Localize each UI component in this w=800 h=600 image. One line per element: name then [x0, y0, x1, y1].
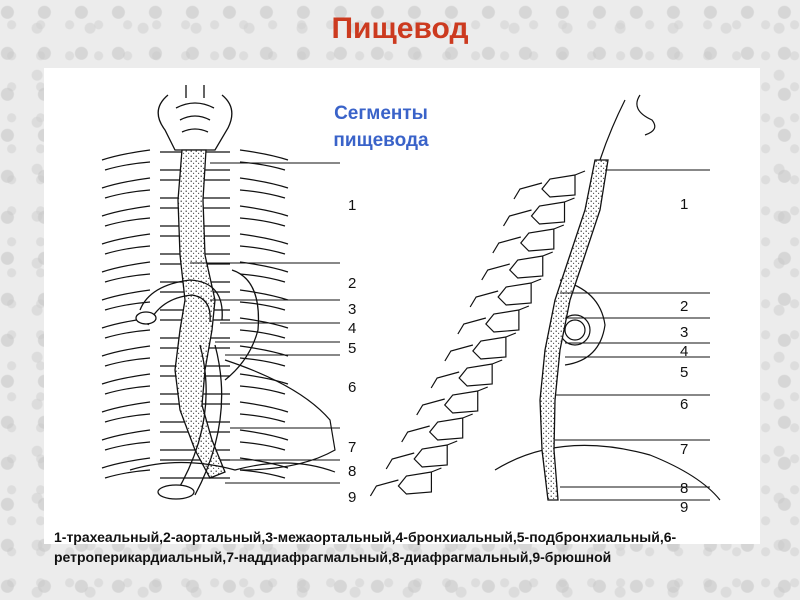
vertebra: [417, 387, 488, 415]
lateral-segment-label-2: 2: [680, 298, 688, 315]
frontal-esophagus: [175, 150, 225, 478]
frontal-segment-label-9: 9: [348, 489, 356, 506]
vertebra: [482, 252, 553, 280]
lateral-segment-label-1: 1: [680, 196, 688, 213]
lateral-segment-label-6: 6: [680, 396, 688, 413]
frontal-segment-label-8: 8: [348, 463, 356, 480]
vertebra: [493, 225, 564, 253]
frontal-segment-labels: 1 2 3 4 5 6 7 8 9: [348, 197, 356, 506]
frontal-segment-label-5: 5: [348, 340, 356, 357]
frontal-segment-label-1: 1: [348, 197, 356, 214]
frontal-segment-label-3: 3: [348, 301, 356, 318]
frontal-segment-label-4: 4: [348, 320, 356, 337]
subtitle-line-1: Сегменты: [296, 100, 466, 127]
legend-caption: 1-трахеальный,2-аортальный,3-межаортальн…: [54, 527, 754, 567]
vertebra: [431, 360, 502, 388]
vertebra: [102, 458, 288, 478]
frontal-segment-label-7: 7: [348, 439, 356, 456]
frontal-spine: [158, 85, 232, 150]
lateral-segment-label-3: 3: [680, 324, 688, 341]
subtitle-line-2: пищевода: [296, 127, 466, 154]
lateral-segment-label-4: 4: [680, 343, 688, 360]
vertebra: [445, 333, 516, 361]
frontal-segment-label-2: 2: [348, 275, 356, 292]
lateral-segment-label-9: 9: [680, 499, 688, 516]
vertebra: [504, 198, 575, 226]
lateral-segment-label-8: 8: [680, 480, 688, 497]
vertebra: [458, 306, 529, 334]
vertebra: [402, 414, 473, 442]
lateral-segment-label-5: 5: [680, 364, 688, 381]
lateral-segment-label-7: 7: [680, 441, 688, 458]
frontal-segment-label-6: 6: [348, 379, 356, 396]
vertebra: [386, 441, 457, 469]
vertebra: [470, 279, 541, 307]
heart-contour: [225, 360, 335, 470]
vertebra: [370, 468, 441, 496]
lateral-segment-labels: 1 2 3 4 5 6 7 8 9: [680, 196, 688, 516]
diaphragm-left: [130, 463, 335, 473]
vertebra: [514, 171, 585, 199]
diagram-subtitle: Сегменты пищевода: [296, 100, 466, 154]
